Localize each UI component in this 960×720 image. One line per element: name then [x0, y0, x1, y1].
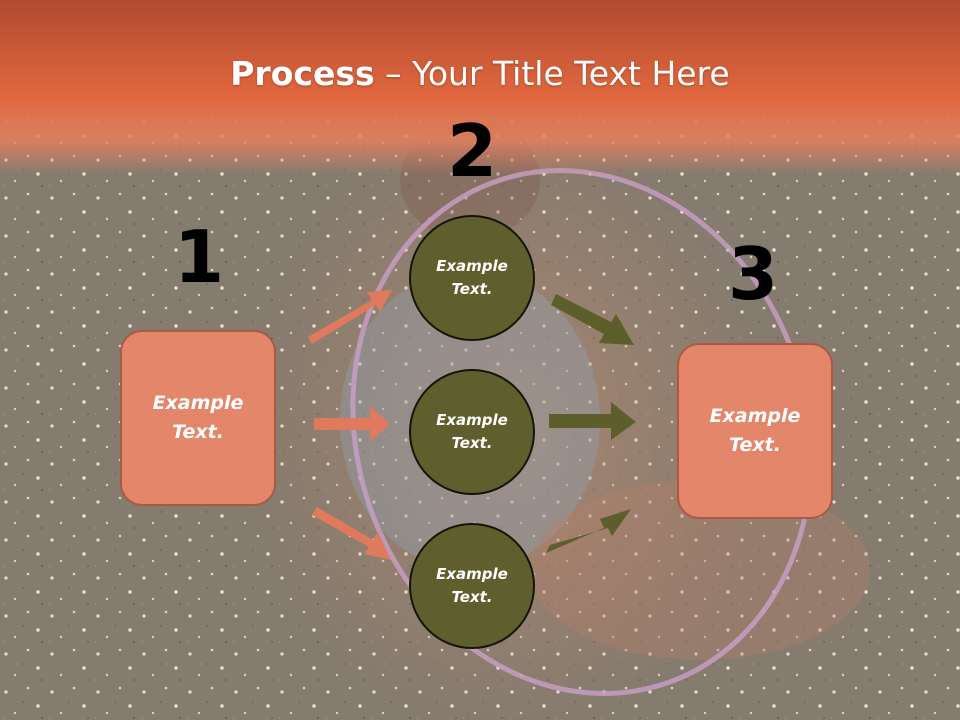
- step-number-1: 1: [173, 215, 225, 299]
- step-3-text: Example Text.: [709, 405, 801, 456]
- step-number-3: 3: [727, 232, 779, 316]
- step-2-circle-top: Example Text.: [409, 215, 535, 341]
- title-bold: Process: [230, 54, 375, 93]
- step-1-text: Example Text.: [152, 392, 244, 443]
- step-2-circle-middle: Example Text.: [409, 369, 535, 495]
- step-3-box: Example Text.: [677, 343, 833, 519]
- title-rest: – Your Title Text Here: [374, 54, 730, 93]
- step-1-box: Example Text.: [120, 330, 276, 506]
- step-2-circle-bottom: Example Text.: [409, 523, 535, 649]
- step-number-2: 2: [446, 109, 498, 193]
- step-2-circle-middle-text: Example Text.: [436, 411, 508, 452]
- step-2-circle-bottom-text: Example Text.: [436, 565, 508, 606]
- step-2-circle-top-text: Example Text.: [436, 257, 508, 298]
- slide-title: Process – Your Title Text Here: [0, 52, 960, 96]
